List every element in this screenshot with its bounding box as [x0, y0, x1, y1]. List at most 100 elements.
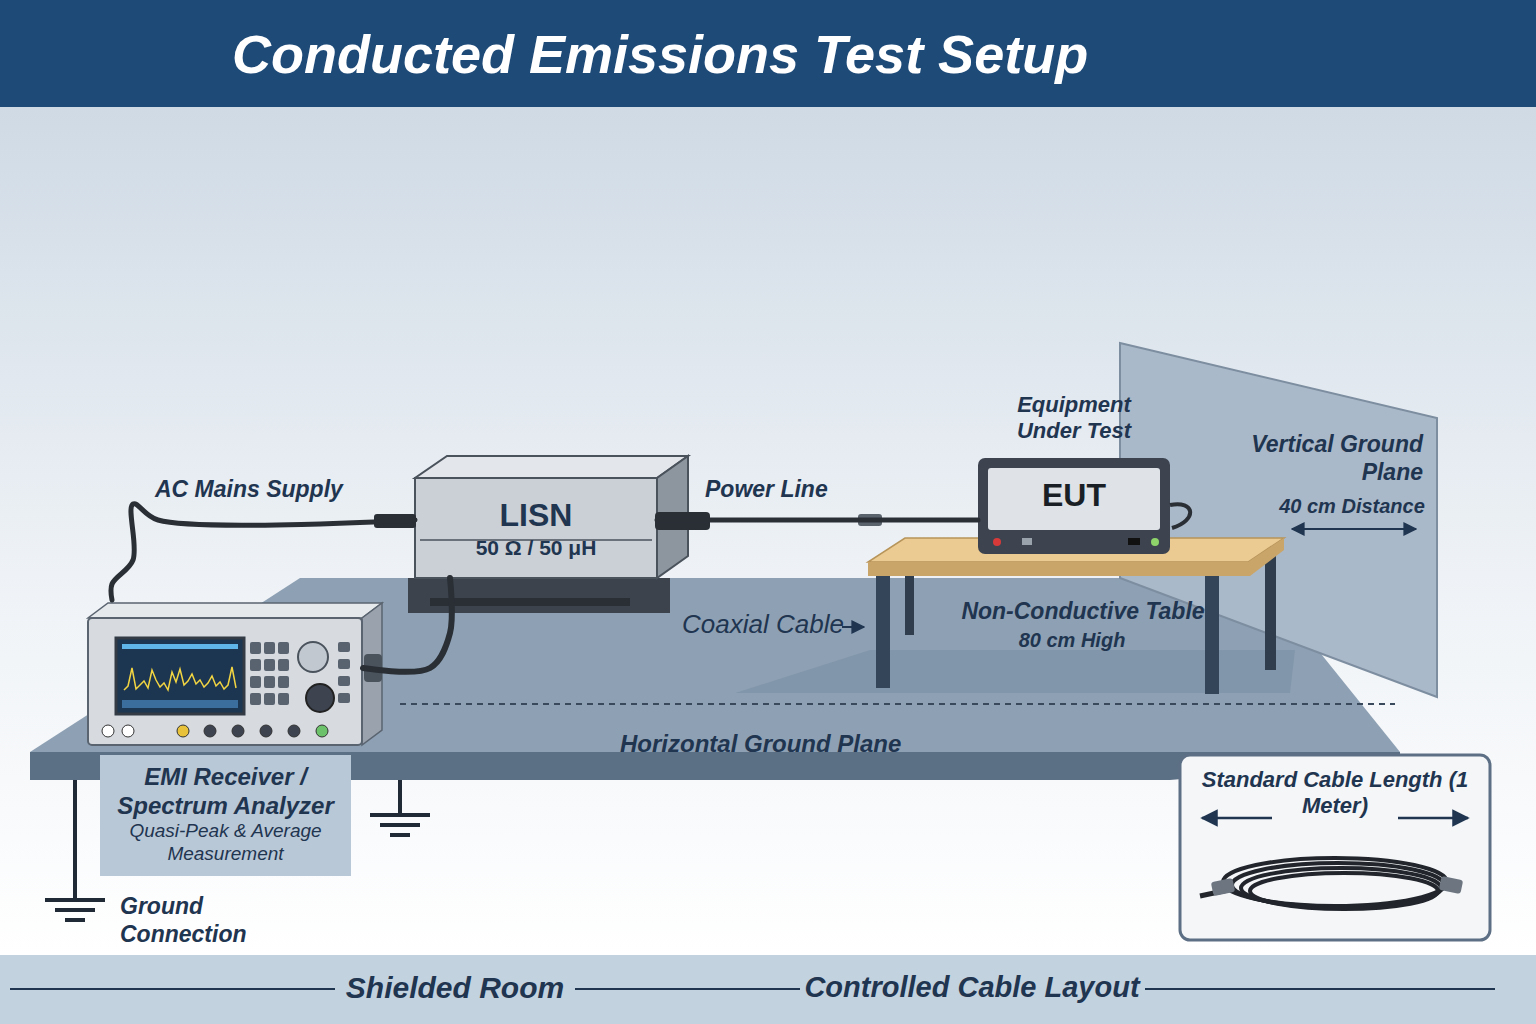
table-label: Non-Conductive Table: [961, 598, 1204, 626]
header-band: [0, 0, 1536, 107]
table-leg: [876, 576, 890, 688]
receiver-body: [88, 618, 362, 745]
node-text: Standard Cable Length (1 Meter): [1195, 767, 1475, 820]
screen-bar: [122, 644, 238, 649]
keypad-button: [264, 642, 275, 654]
footer-rule: [10, 988, 335, 990]
footer-rule: [1145, 988, 1495, 990]
front-button: [316, 725, 328, 737]
side-button: [338, 676, 350, 686]
receiver-side: [362, 603, 382, 745]
dimension-arrow: [1398, 817, 1468, 820]
label-panel: EMI Receiver / Spectrum AnalyzerQuasi-Pe…: [100, 755, 351, 876]
side-button: [338, 693, 350, 703]
ground-symbol: [370, 813, 430, 817]
plane-label: Vertical Ground Plane: [1245, 431, 1423, 486]
side-button: [338, 659, 350, 669]
lisn-base-slot: [430, 598, 630, 606]
eut-cable: [1170, 504, 1190, 528]
ground-wire: [398, 780, 402, 815]
ground-symbol: [55, 908, 95, 912]
plane-label: Horizontal Ground Plane: [620, 730, 901, 759]
port: [1128, 538, 1140, 545]
port: [1022, 538, 1032, 545]
keypad-button: [278, 693, 289, 705]
receiver-top: [88, 603, 382, 618]
ground-symbol: [390, 833, 410, 837]
keypad-button: [250, 642, 261, 654]
led: [993, 538, 1001, 546]
backdrop: [0, 107, 1536, 955]
title: Conducted Emissions Test Setup: [232, 22, 1088, 87]
lisn-front: [415, 478, 657, 578]
cable-coil: [1241, 868, 1441, 908]
cable-coil: [1250, 873, 1438, 909]
cable-connector: [1439, 876, 1463, 894]
footer-rule: [575, 988, 800, 990]
screen-bar: [122, 700, 238, 708]
keypad-button: [264, 659, 275, 671]
keypad-button: [278, 642, 289, 654]
receiver-screen: [116, 638, 244, 714]
keypad-button: [278, 676, 289, 688]
ground-symbol: [65, 918, 85, 922]
side-button: [338, 642, 350, 652]
ground-label: Ground Connection: [120, 893, 260, 948]
ground-symbol: [380, 823, 420, 827]
footer-label: Shielded Room: [346, 970, 564, 1006]
eut-face: [988, 468, 1160, 530]
front-button: [204, 725, 216, 737]
node-text: LISN: [500, 496, 573, 534]
lisn-box: LISN50 Ω / 50 μH: [415, 478, 657, 578]
ground-symbol: [45, 898, 105, 902]
front-button: [260, 725, 272, 737]
keypad-button: [278, 659, 289, 671]
node-text: EUT: [1042, 476, 1106, 514]
node-text: EMI Receiver / Spectrum Analyzer: [108, 763, 343, 821]
dimension-arrow: [1292, 528, 1416, 530]
table-leg: [1265, 548, 1276, 670]
keypad-button: [250, 659, 261, 671]
eut-box: Equipment Under TestEUT: [978, 458, 1170, 554]
pointer-arrow: [842, 626, 864, 628]
edge-label: AC Mains Supply: [155, 476, 343, 504]
led: [1151, 538, 1159, 546]
keypad-button: [264, 693, 275, 705]
front-button: [288, 725, 300, 737]
keypad-button: [250, 676, 261, 688]
eut-body: [978, 458, 1170, 554]
node-heading: Equipment Under Test: [989, 392, 1159, 445]
ground-wire: [73, 780, 77, 900]
cable-length-inset: Standard Cable Length (1 Meter): [1180, 755, 1490, 940]
spectrum-trace: [124, 667, 236, 690]
keypad-button: [250, 693, 261, 705]
edge-label: Power Line: [705, 476, 828, 504]
emi-receiver: EMI Receiver / Spectrum AnalyzerQuasi-Pe…: [88, 600, 363, 876]
footer-band: [0, 955, 1536, 1024]
front-button: [232, 725, 244, 737]
dimension-arrow: [1202, 817, 1272, 820]
node-text: Quasi-Peak & Average Measurement: [108, 820, 343, 866]
horizontal-ground-plane: [30, 578, 1400, 752]
front-button: [122, 725, 134, 737]
table-leg: [1205, 576, 1219, 694]
knob: [306, 684, 334, 712]
coaxial-cable: [363, 578, 452, 672]
footer-label: Controlled Cable Layout: [804, 970, 1139, 1005]
cable-connector: [1211, 878, 1235, 896]
dashed-line: [400, 703, 1395, 705]
node-text: 50 Ω / 50 μH: [476, 535, 597, 560]
cable-label: Coaxial Cable: [682, 609, 844, 640]
front-button: [177, 725, 189, 737]
lisn-top: [415, 456, 688, 478]
inset-panel: [1180, 755, 1490, 940]
knob: [298, 642, 328, 672]
power-cable: [657, 518, 978, 523]
keypad-button: [264, 676, 275, 688]
dimension-label: 40 cm Distance: [1279, 494, 1425, 518]
power-cable: [111, 504, 415, 600]
lisn-base: [408, 578, 670, 613]
